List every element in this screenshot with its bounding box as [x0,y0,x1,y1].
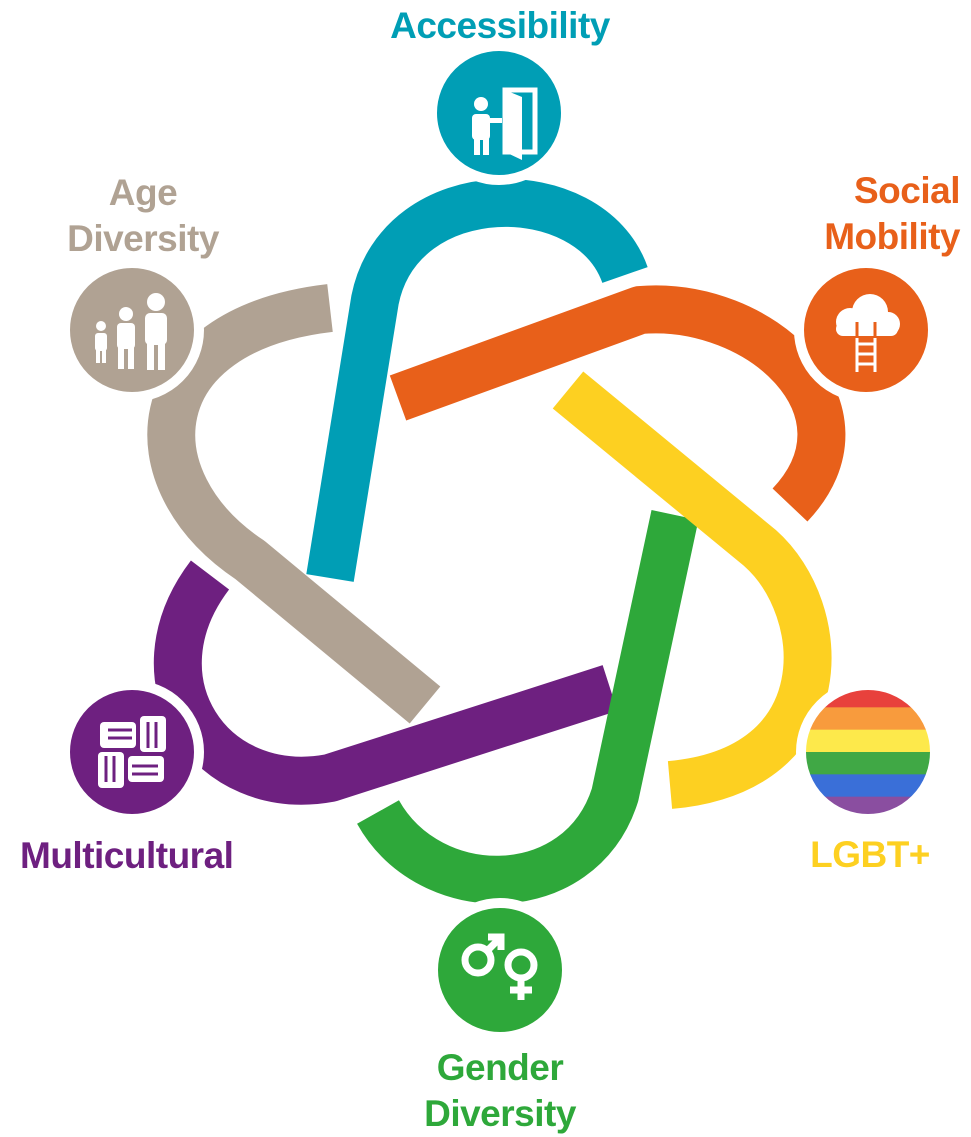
age-loop [147,284,441,724]
age-circle [60,258,204,402]
accessibility-label-line: Accessibility [390,5,610,46]
social-mobility-circle [794,258,938,402]
social-mobility-label-line-1: Social [854,170,961,211]
lgbt-loop [552,371,832,809]
rainbow-stripe [801,774,935,798]
person-door-icon [472,87,538,160]
gender-label: Gender Diversity [390,1045,610,1137]
lgbt-circle [796,680,940,824]
family-icon [95,293,167,370]
rainbow-stripe [801,707,935,731]
gender-loop [357,509,699,904]
multicultural-circle [60,680,204,824]
age-label-line-1: Age [108,172,178,213]
age-label: Age Diversity [48,170,238,262]
multicultural-label: Multicultural [20,833,260,879]
joined-hands-icon [98,716,166,788]
lgbt-label: LGBT+ [800,832,940,878]
gender-symbols-icon [461,933,538,1000]
gender-label-line-1: Gender [436,1047,564,1088]
accessibility-loop [306,178,648,582]
rainbow-stripe [801,729,935,753]
accessibility-circle [427,41,571,185]
lgbt-label-line: LGBT+ [810,834,930,875]
social-mobility-loop [389,285,846,522]
gender-circle [428,898,572,1042]
gender-label-line-2: Diversity [424,1093,576,1134]
rainbow-stripe [801,752,935,775]
multicultural-label-line: Multicultural [20,835,234,876]
social-mobility-label-line-2: Mobility [824,216,960,257]
age-label-line-2: Diversity [67,218,219,259]
accessibility-label: Accessibility [383,3,617,49]
social-mobility-label: Social Mobility [790,168,960,260]
cloud-ladder-icon [836,294,900,372]
